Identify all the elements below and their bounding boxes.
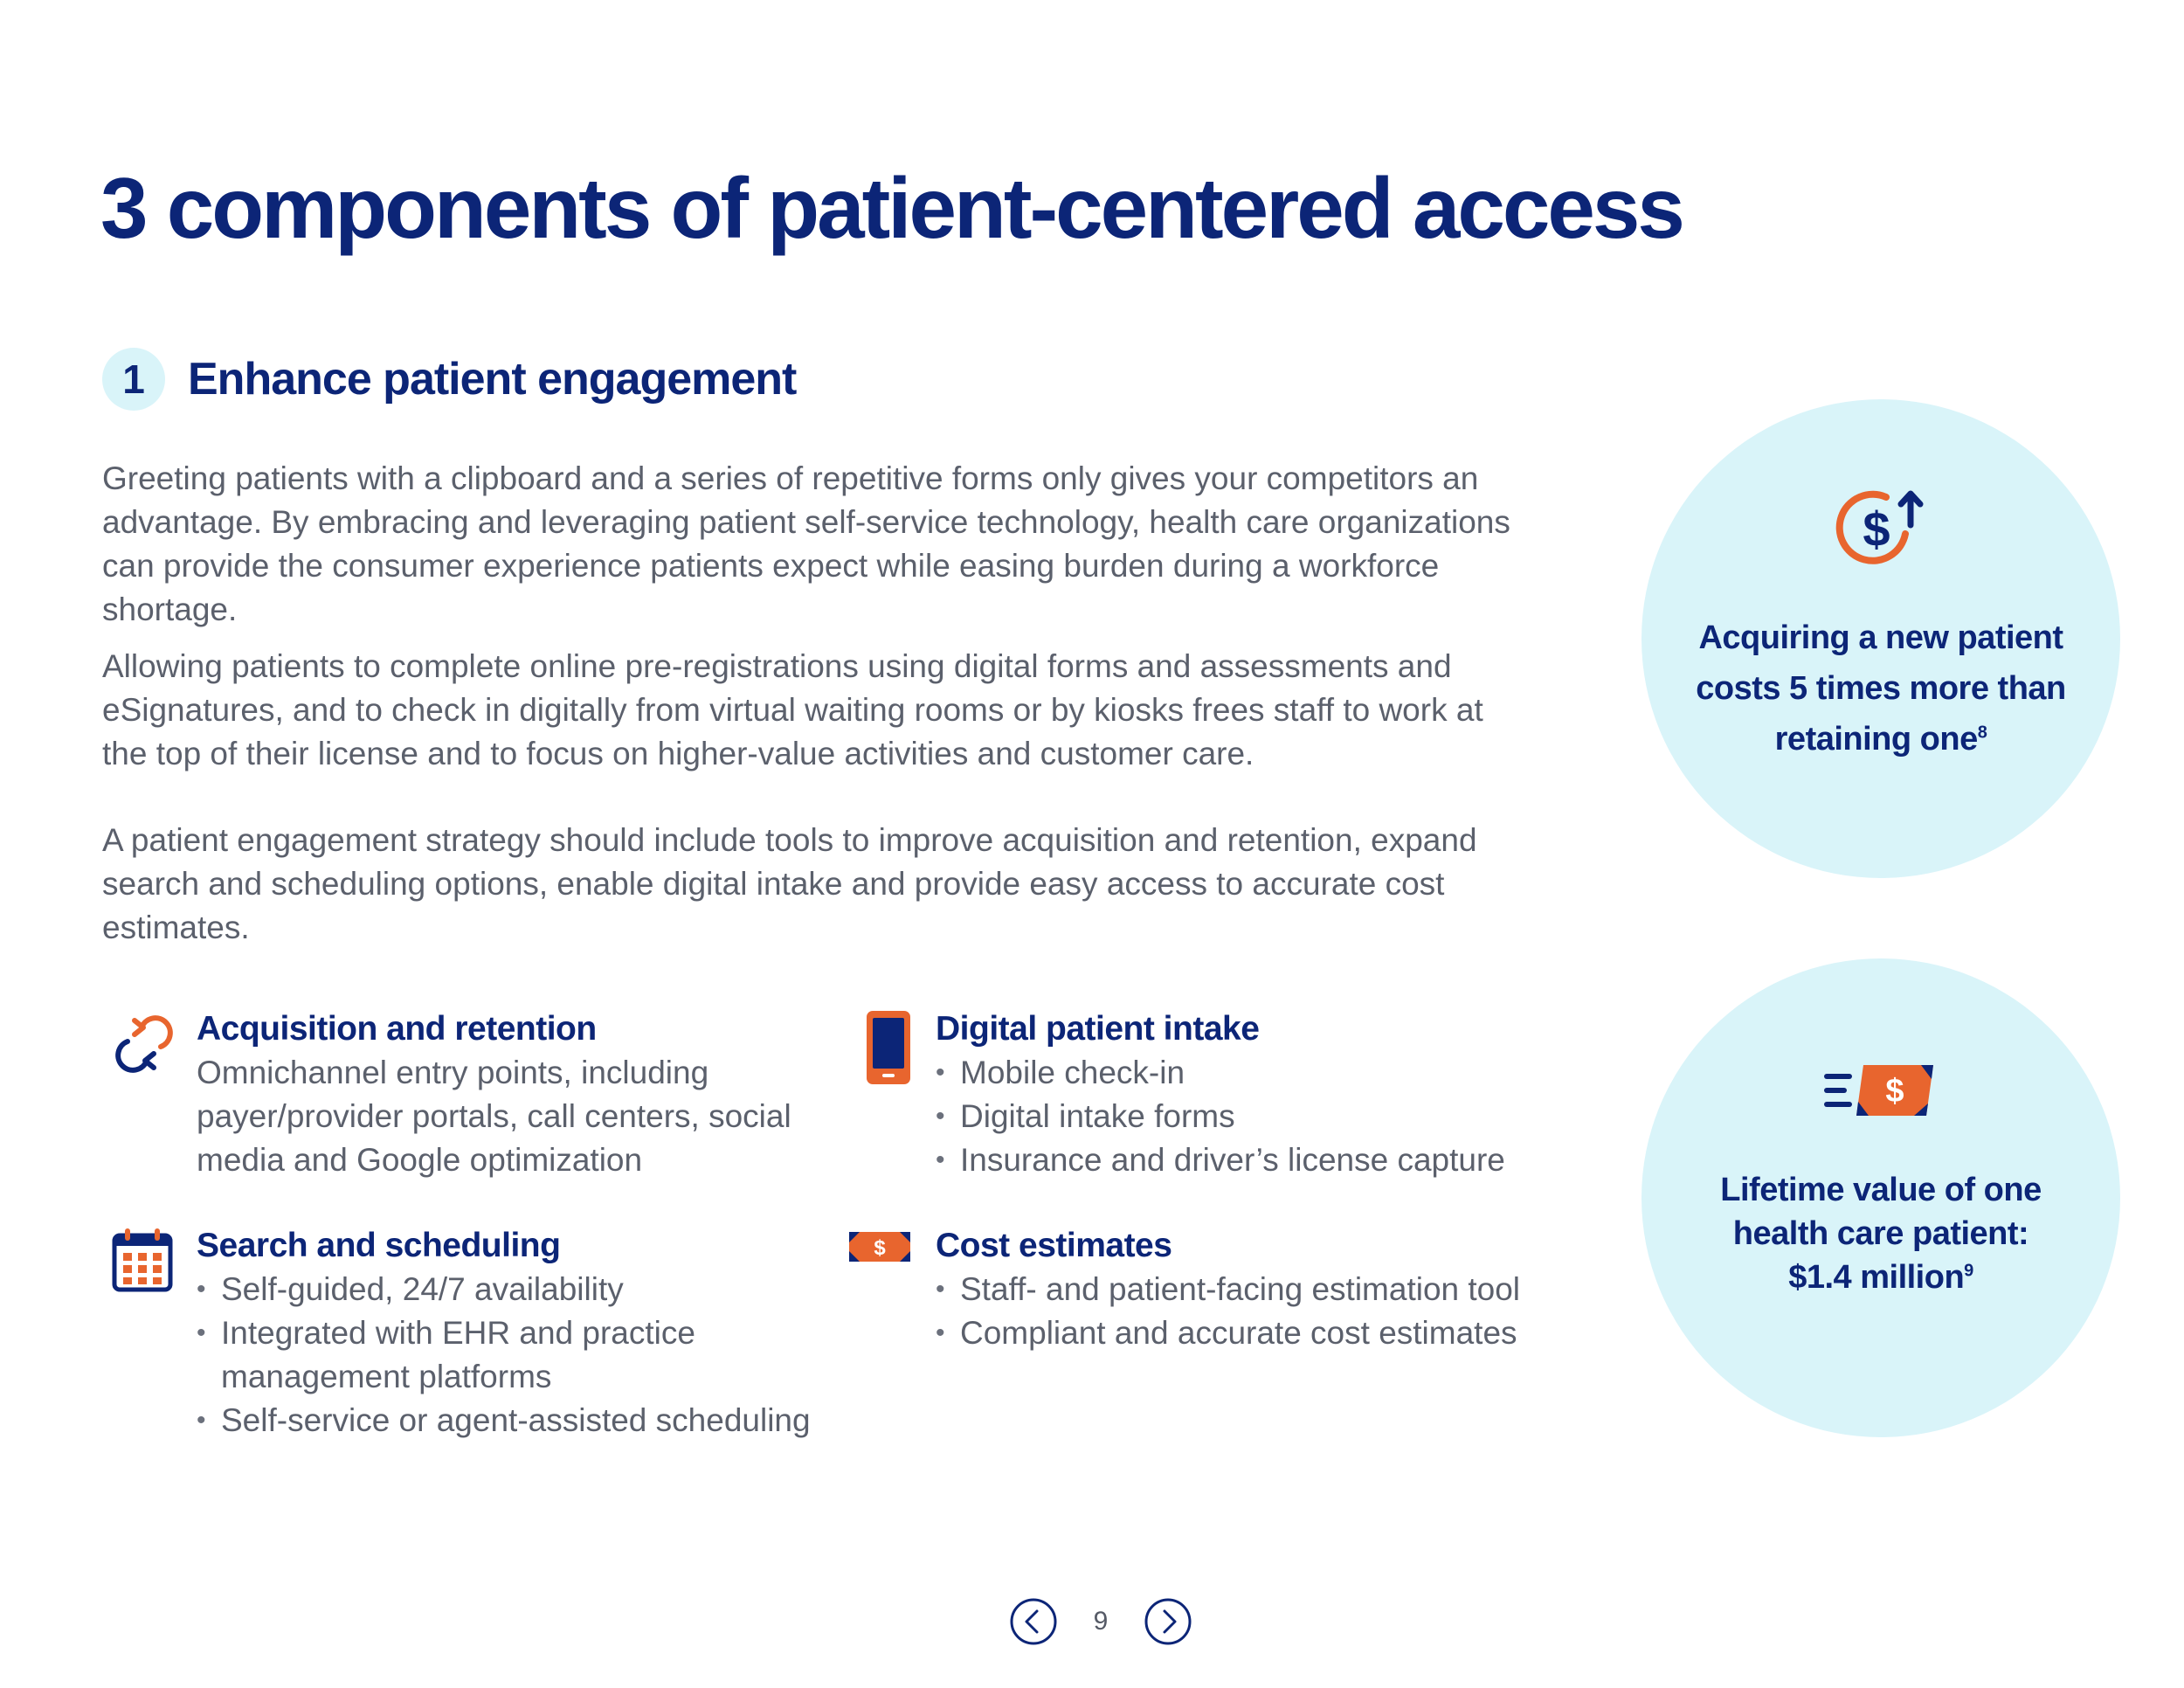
list-item: Self-service or agent-assisted schedulin… bbox=[197, 1399, 843, 1442]
svg-text:$: $ bbox=[1863, 502, 1890, 557]
feature-title-acquisition: Acquisition and retention bbox=[197, 1010, 597, 1048]
page-number: 9 bbox=[1093, 1607, 1109, 1636]
dollar-bill-icon: $ bbox=[849, 1232, 910, 1262]
stat-text-lifetime: Lifetime value of one health care patien… bbox=[1720, 1172, 2042, 1252]
next-page-button[interactable] bbox=[1144, 1597, 1192, 1646]
section-number-badge: 1 bbox=[102, 348, 165, 411]
refresh-arrows-icon bbox=[115, 1015, 173, 1073]
dollar-up-arrow-icon: $ bbox=[1835, 490, 1924, 564]
stat-value-lifetime: $1.4 million bbox=[1788, 1259, 1965, 1296]
feature-desc-acquisition: Omnichannel entry points, including paye… bbox=[197, 1055, 791, 1178]
intro-paragraph-3: A patient engagement strategy should inc… bbox=[102, 822, 1477, 945]
previous-page-button[interactable] bbox=[1009, 1597, 1058, 1646]
list-item: Digital intake forms bbox=[936, 1095, 1565, 1138]
page-navigation: 9 bbox=[1009, 1597, 1192, 1646]
feature-title-intake: Digital patient intake bbox=[936, 1010, 1260, 1048]
feature-title-cost: Cost estimates bbox=[936, 1227, 1172, 1264]
list-item: Self-guided, 24/7 availability bbox=[197, 1268, 843, 1311]
list-item: Integrated with EHR and practice managem… bbox=[197, 1311, 843, 1399]
fast-dollar-bill-icon: $ bbox=[1824, 1065, 1933, 1116]
list-item: Staff- and patient-facing estimation too… bbox=[936, 1268, 1600, 1311]
feature-bullets-scheduling: Self-guided, 24/7 availability Integrate… bbox=[197, 1268, 843, 1442]
feature-title-scheduling: Search and scheduling bbox=[197, 1227, 561, 1264]
section-title: Enhance patient engagement bbox=[188, 354, 797, 405]
footnote-8: 8 bbox=[1977, 723, 1987, 743]
calendar-icon bbox=[112, 1228, 173, 1292]
svg-text:$: $ bbox=[874, 1236, 886, 1260]
svg-text:$: $ bbox=[1885, 1073, 1904, 1110]
mobile-phone-icon bbox=[867, 1011, 910, 1084]
feature-bullets-cost: Staff- and patient-facing estimation too… bbox=[936, 1268, 1600, 1355]
list-item: Mobile check-in bbox=[936, 1051, 1565, 1095]
section-header: 1 Enhance patient engagement bbox=[102, 348, 797, 411]
feature-bullets-intake: Mobile check-in Digital intake forms Ins… bbox=[936, 1051, 1565, 1182]
footnote-9: 9 bbox=[1964, 1261, 1973, 1281]
intro-paragraph-1: Greeting patients with a clipboard and a… bbox=[102, 460, 1510, 627]
stat-text-acquisition: Acquiring a new patient costs 5 times mo… bbox=[1696, 619, 2066, 758]
stat-circle-lifetime-value: $ Lifetime value of one health care pati… bbox=[1641, 958, 2120, 1437]
intro-paragraph-2: Allowing patients to complete online pre… bbox=[102, 648, 1483, 771]
list-item: Insurance and driver’s license capture bbox=[936, 1138, 1565, 1182]
list-item: Compliant and accurate cost estimates bbox=[936, 1311, 1600, 1355]
page-title: 3 components of patient-centered access bbox=[100, 160, 1685, 256]
stat-circle-acquisition-cost: $ Acquiring a new patient costs 5 times … bbox=[1641, 399, 2120, 878]
